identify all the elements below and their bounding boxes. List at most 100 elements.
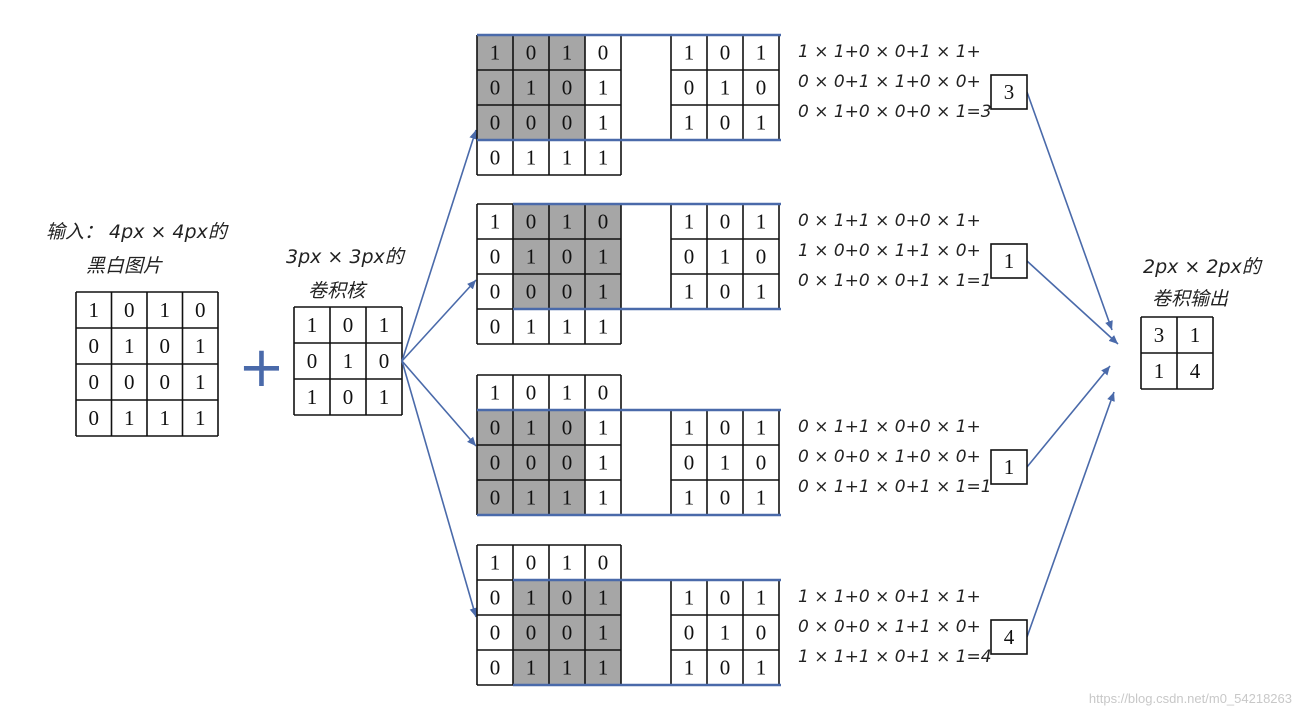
cell-value: 0 xyxy=(756,621,767,645)
output-label-line2: 卷积输出 xyxy=(1152,288,1229,310)
grid-cell xyxy=(76,328,112,364)
cell-value: 0 xyxy=(684,451,695,475)
grid-cell xyxy=(330,307,366,343)
grid-cell xyxy=(477,309,513,344)
cell-value: 0 xyxy=(720,586,731,610)
grid-cell xyxy=(294,379,330,415)
cell-value: 0 xyxy=(195,298,206,322)
grid-cell xyxy=(111,328,147,364)
equation-line: 1 × 1+0 × 0+1 × 1+ xyxy=(798,42,981,62)
grid-cell xyxy=(549,105,585,140)
grid-cell xyxy=(147,364,183,400)
cell-value: 1 xyxy=(562,551,573,575)
cell-value: 1 xyxy=(684,210,695,234)
grid-cell xyxy=(707,615,743,650)
grid-cell xyxy=(182,364,218,400)
cell-value: 1 xyxy=(720,76,731,100)
fan-out-arrow xyxy=(401,279,477,362)
grid-cell xyxy=(707,274,743,309)
grid-cell xyxy=(477,650,513,685)
grid-cell xyxy=(182,400,218,436)
cell-value: 1 xyxy=(490,41,501,65)
grid-cell xyxy=(1141,317,1177,353)
grid-cell xyxy=(477,545,513,580)
grid-cell xyxy=(111,364,147,400)
grid-cell xyxy=(549,480,585,515)
grid-cell xyxy=(743,70,779,105)
cell-value: 0 xyxy=(343,385,354,409)
grid-cell xyxy=(477,410,513,445)
grid-cell xyxy=(585,35,621,70)
cell-value: 1 xyxy=(1154,359,1165,383)
fan-out-arrow xyxy=(401,360,478,618)
cell-value: 1 xyxy=(756,210,767,234)
grid-cell xyxy=(513,204,549,239)
grid-cell xyxy=(671,480,707,515)
grid-cell xyxy=(330,343,366,379)
equation-line: 1 × 1+1 × 0+1 × 1=4 xyxy=(798,647,992,667)
cell-value: 0 xyxy=(562,111,573,135)
cell-value: 1 xyxy=(343,349,354,373)
grid-cell xyxy=(549,545,585,580)
cell-value: 1 xyxy=(598,486,609,510)
cell-value: 1 xyxy=(598,416,609,440)
cell-value: 3 xyxy=(1154,323,1165,347)
grid-cell xyxy=(585,545,621,580)
cell-value: 0 xyxy=(89,370,100,394)
cell-value: 0 xyxy=(562,76,573,100)
cell-value: 0 xyxy=(756,76,767,100)
kernel-label-line1: 3px × 3px的 xyxy=(286,246,406,268)
grid-cell xyxy=(585,445,621,480)
cell-value: 1 xyxy=(598,656,609,680)
cell-value: 1 xyxy=(307,313,318,337)
cell-value: 0 xyxy=(343,313,354,337)
grid-cell xyxy=(477,70,513,105)
cell-value: 1 xyxy=(526,76,537,100)
grid-cell xyxy=(366,307,402,343)
grid-cell xyxy=(513,274,549,309)
cell-value: 0 xyxy=(490,111,501,135)
cell-value: 1 xyxy=(526,586,537,610)
cell-value: 0 xyxy=(89,406,100,430)
grid-cell xyxy=(671,35,707,70)
cell-value: 0 xyxy=(490,621,501,645)
grid-cell xyxy=(707,70,743,105)
grid-cell xyxy=(513,375,549,410)
grid-cell xyxy=(147,292,183,328)
grid-cell xyxy=(707,410,743,445)
cell-value: 0 xyxy=(720,111,731,135)
grid-cell xyxy=(477,35,513,70)
grid-cell xyxy=(549,140,585,175)
cell-value: 0 xyxy=(526,41,537,65)
cell-value: 1 xyxy=(756,416,767,440)
cell-value: 1 xyxy=(684,586,695,610)
grid-cell xyxy=(513,445,549,480)
grid-cell xyxy=(549,445,585,480)
grid-cell xyxy=(147,328,183,364)
grid-cell xyxy=(585,650,621,685)
cell-value: 0 xyxy=(684,245,695,269)
cell-value: 0 xyxy=(490,146,501,170)
cell-value: 1 xyxy=(526,146,537,170)
grid-cell xyxy=(549,35,585,70)
cell-value: 1 xyxy=(684,280,695,304)
grid-cell xyxy=(513,105,549,140)
cell-value: 1 xyxy=(598,146,609,170)
equation-line: 0 × 1+1 × 0+1 × 1=1 xyxy=(798,477,992,497)
output-label-line1: 2px × 2px的 xyxy=(1143,256,1263,278)
cell-value: 0 xyxy=(756,451,767,475)
equation-line: 1 × 0+0 × 1+1 × 0+ xyxy=(798,241,981,261)
cell-value: 0 xyxy=(598,41,609,65)
cell-value: 1 xyxy=(562,656,573,680)
equation-line: 0 × 0+0 × 1+1 × 0+ xyxy=(798,617,981,637)
grid-cell xyxy=(707,105,743,140)
grid-cell xyxy=(477,204,513,239)
cell-value: 1 xyxy=(756,41,767,65)
grid-cell xyxy=(585,70,621,105)
